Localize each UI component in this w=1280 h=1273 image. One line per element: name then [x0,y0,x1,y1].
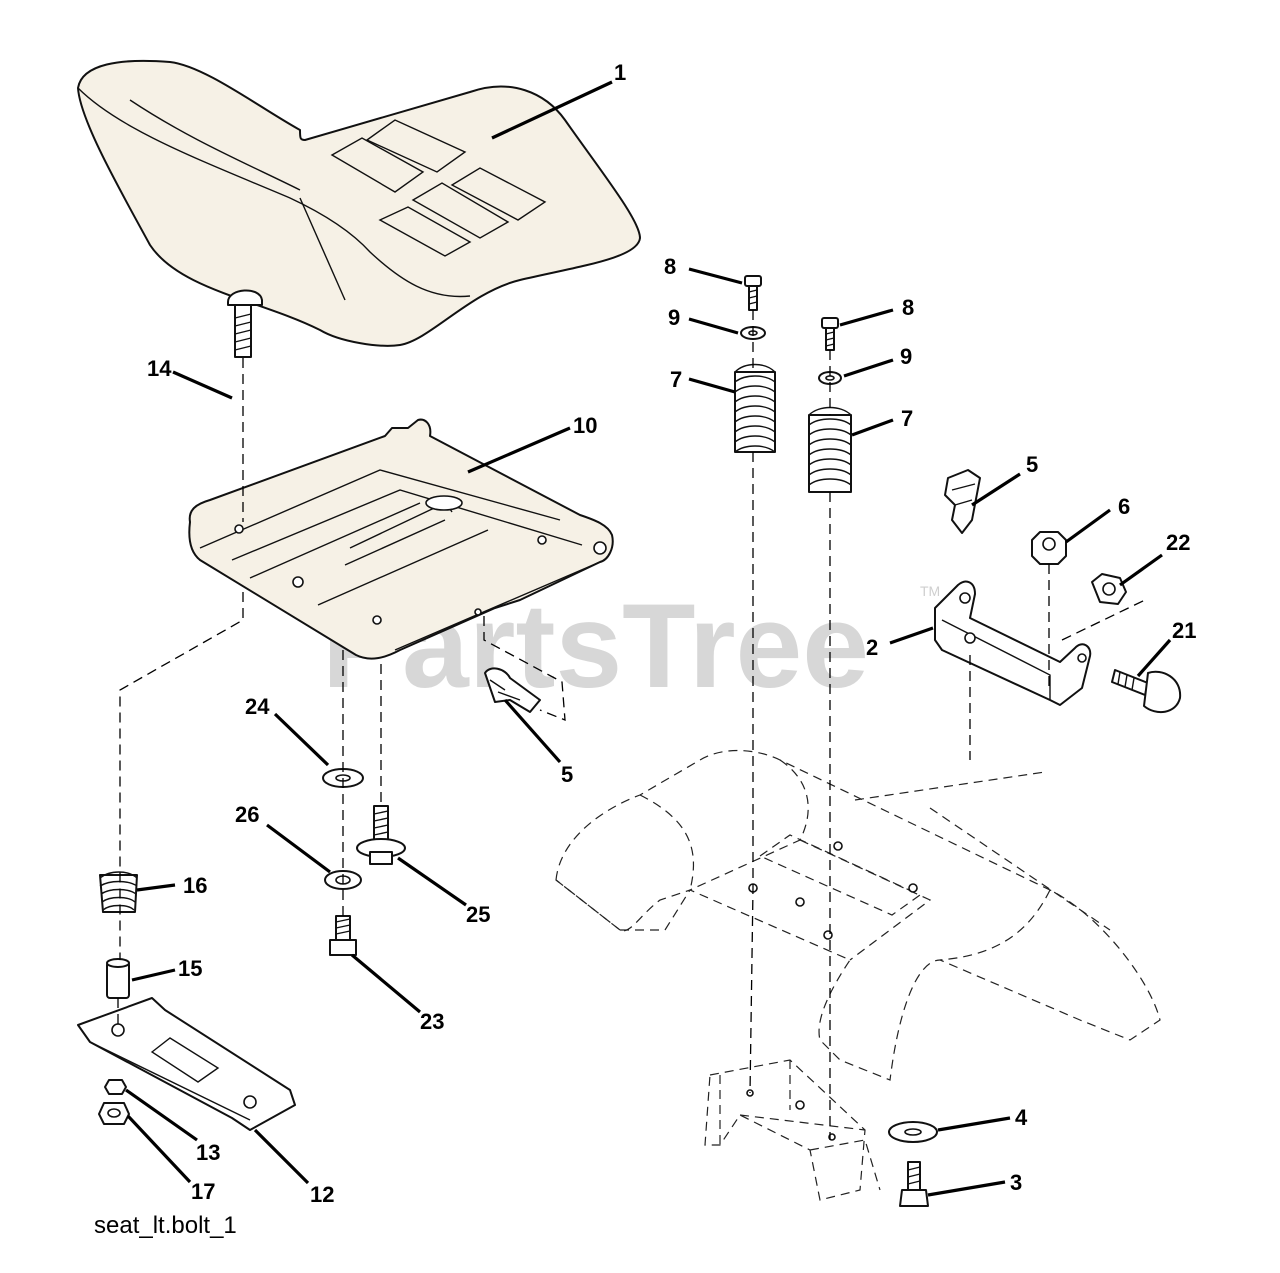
bolt-3-part [899,1161,929,1207]
callout-2: 2 [866,635,878,660]
frame-reference [555,750,1161,1201]
callout-4: 4 [1015,1105,1028,1130]
callout-8-left: 8 [664,254,676,279]
callouts: 1 14 10 8 9 7 8 9 7 5 6 22 2 21 5 24 26 … [147,60,1196,1207]
nut-13-part [104,1079,127,1095]
seat-pattern [330,119,547,257]
bracket-plate-part [77,997,296,1131]
callout-8-right: 8 [902,295,914,320]
bushing-part [106,958,130,999]
nut-22-part [1091,573,1127,605]
callout-15: 15 [178,956,202,981]
watermark-trademark: TM [920,583,940,599]
bolt-8-left-part [744,275,762,311]
callout-6: 6 [1118,494,1130,519]
bolt-8-right-part [821,317,839,351]
callout-5-upper: 5 [1026,452,1038,477]
callout-7-left: 7 [670,367,682,392]
callout-16: 16 [183,873,207,898]
diagram-caption: seat_lt.bolt_1 [94,1212,237,1239]
callout-14: 14 [147,356,172,381]
callout-10: 10 [573,413,597,438]
nut-6-part [1031,531,1067,565]
callout-23: 23 [420,1009,444,1034]
clip-5-upper-part [944,469,981,534]
bracket-2-part [934,580,1092,706]
callout-5-lower: 5 [561,762,573,787]
assembly-lines [117,310,1146,1140]
callout-12: 12 [310,1182,334,1207]
callout-22: 22 [1166,530,1190,555]
callout-3: 3 [1010,1170,1022,1195]
callout-21: 21 [1172,618,1196,643]
clip-5-lower-part [484,667,541,713]
callout-25: 25 [466,902,490,927]
callout-7-right: 7 [901,406,913,431]
spring-7-left-part [734,363,776,453]
flange-bolt-25-part [356,805,406,865]
seat-pan-part [188,418,614,660]
hex-bolt-23-part [329,915,357,956]
knob-bolt-part [1111,669,1182,714]
callout-13: 13 [196,1140,220,1165]
callout-26: 26 [235,802,259,827]
seat-part [77,59,641,347]
carriage-bolt-part [227,289,263,358]
spring-16-part [99,871,138,913]
callout-9-right: 9 [900,344,912,369]
spring-7-right-part [808,406,852,493]
callout-24: 24 [245,694,270,719]
washer-4-part [888,1121,938,1143]
callout-9-left: 9 [668,305,680,330]
callout-1: 1 [614,60,626,85]
leader-lines [125,80,1172,1197]
callout-17: 17 [191,1179,215,1204]
nut-17-part [98,1102,130,1125]
